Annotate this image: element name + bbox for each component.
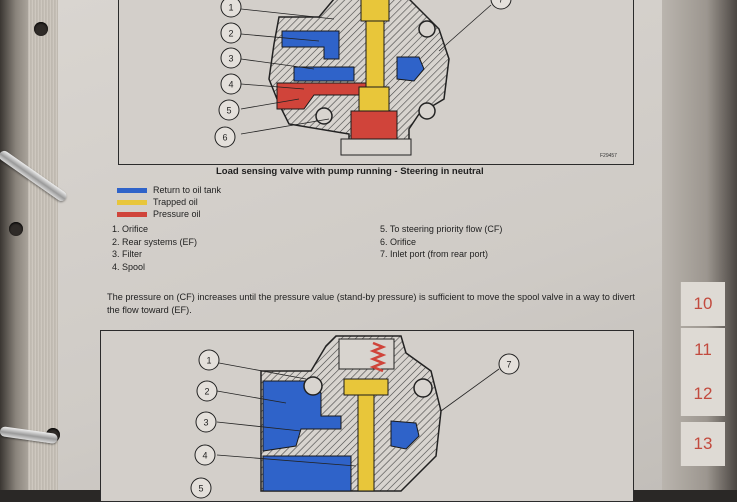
part-item: 4. Spool xyxy=(112,261,146,272)
tab-11[interactable]: 11 xyxy=(680,328,725,372)
legend-swatch-yellow xyxy=(117,199,147,205)
parts-list-left: 1. Orifice 2. Rear systems (EF) 3. Filte… xyxy=(112,223,197,273)
part-item: 1. Orifice xyxy=(112,224,149,234)
svg-text:4: 4 xyxy=(202,451,207,461)
svg-text:4: 4 xyxy=(228,80,233,90)
svg-text:5: 5 xyxy=(198,484,203,494)
callout-3: 3 xyxy=(220,47,242,69)
punch-hole xyxy=(9,222,23,236)
legend-swatch-red xyxy=(117,211,147,217)
part-item: 5. To steering priority flow (CF) xyxy=(380,224,503,234)
callout-7: 7 xyxy=(498,353,520,375)
svg-text:2: 2 xyxy=(228,29,233,39)
color-legend: Return to oil tank Trapped oil Pressure … xyxy=(117,184,221,220)
svg-text:6: 6 xyxy=(222,133,227,143)
tab-13[interactable]: 13 xyxy=(680,422,725,466)
callout-1: 1 xyxy=(198,349,220,371)
svg-text:1: 1 xyxy=(228,3,233,13)
legend-row-return: Return to oil tank xyxy=(117,184,221,196)
valve-diagram-2: 1 2 3 4 5 7 xyxy=(190,335,520,499)
svg-text:3: 3 xyxy=(203,418,208,428)
callout-4: 4 xyxy=(220,73,242,95)
svg-text:5: 5 xyxy=(226,106,231,116)
callout-7: 7 xyxy=(490,0,512,10)
tab-dividers xyxy=(662,0,737,490)
part-item: 2. Rear systems (EF) xyxy=(112,236,198,247)
part-item: 6. Orifice xyxy=(380,236,417,247)
tab-10[interactable]: 10 xyxy=(680,282,725,326)
callout-4: 4 xyxy=(194,444,216,466)
figure-code: F29457 xyxy=(600,153,617,159)
part-item: 7. Inlet port (from rear port) xyxy=(380,249,489,259)
figure-1-frame: 1 2 3 4 5 6 7 xyxy=(118,0,634,165)
svg-text:7: 7 xyxy=(498,0,503,5)
svg-text:1: 1 xyxy=(206,356,211,366)
callout-5: 5 xyxy=(218,99,240,121)
body-paragraph: The pressure on (CF) increases until the… xyxy=(107,292,635,315)
callout-6: 6 xyxy=(214,126,236,148)
part-item: 3. Filter xyxy=(112,249,143,259)
callout-2: 2 xyxy=(220,22,242,44)
callout-2: 2 xyxy=(196,380,218,402)
callout-5: 5 xyxy=(190,477,212,499)
parts-list-right: 5. To steering priority flow (CF) 6. Ori… xyxy=(380,223,502,261)
figure-2-frame: 1 2 3 4 5 7 xyxy=(100,330,634,502)
legend-swatch-blue xyxy=(117,187,147,193)
svg-text:3: 3 xyxy=(228,54,233,64)
svg-text:7: 7 xyxy=(506,360,511,370)
legend-row-trapped: Trapped oil xyxy=(117,196,221,208)
legend-row-pressure: Pressure oil xyxy=(117,208,221,220)
svg-text:2: 2 xyxy=(204,387,209,397)
tab-12[interactable]: 12 xyxy=(680,372,725,416)
valve-diagram-1: 1 2 3 4 5 6 7 xyxy=(214,0,512,156)
callout-3: 3 xyxy=(195,411,217,433)
figure-caption: Load sensing valve with pump running - S… xyxy=(216,166,484,177)
punch-hole xyxy=(34,22,48,36)
callout-1: 1 xyxy=(220,0,242,18)
